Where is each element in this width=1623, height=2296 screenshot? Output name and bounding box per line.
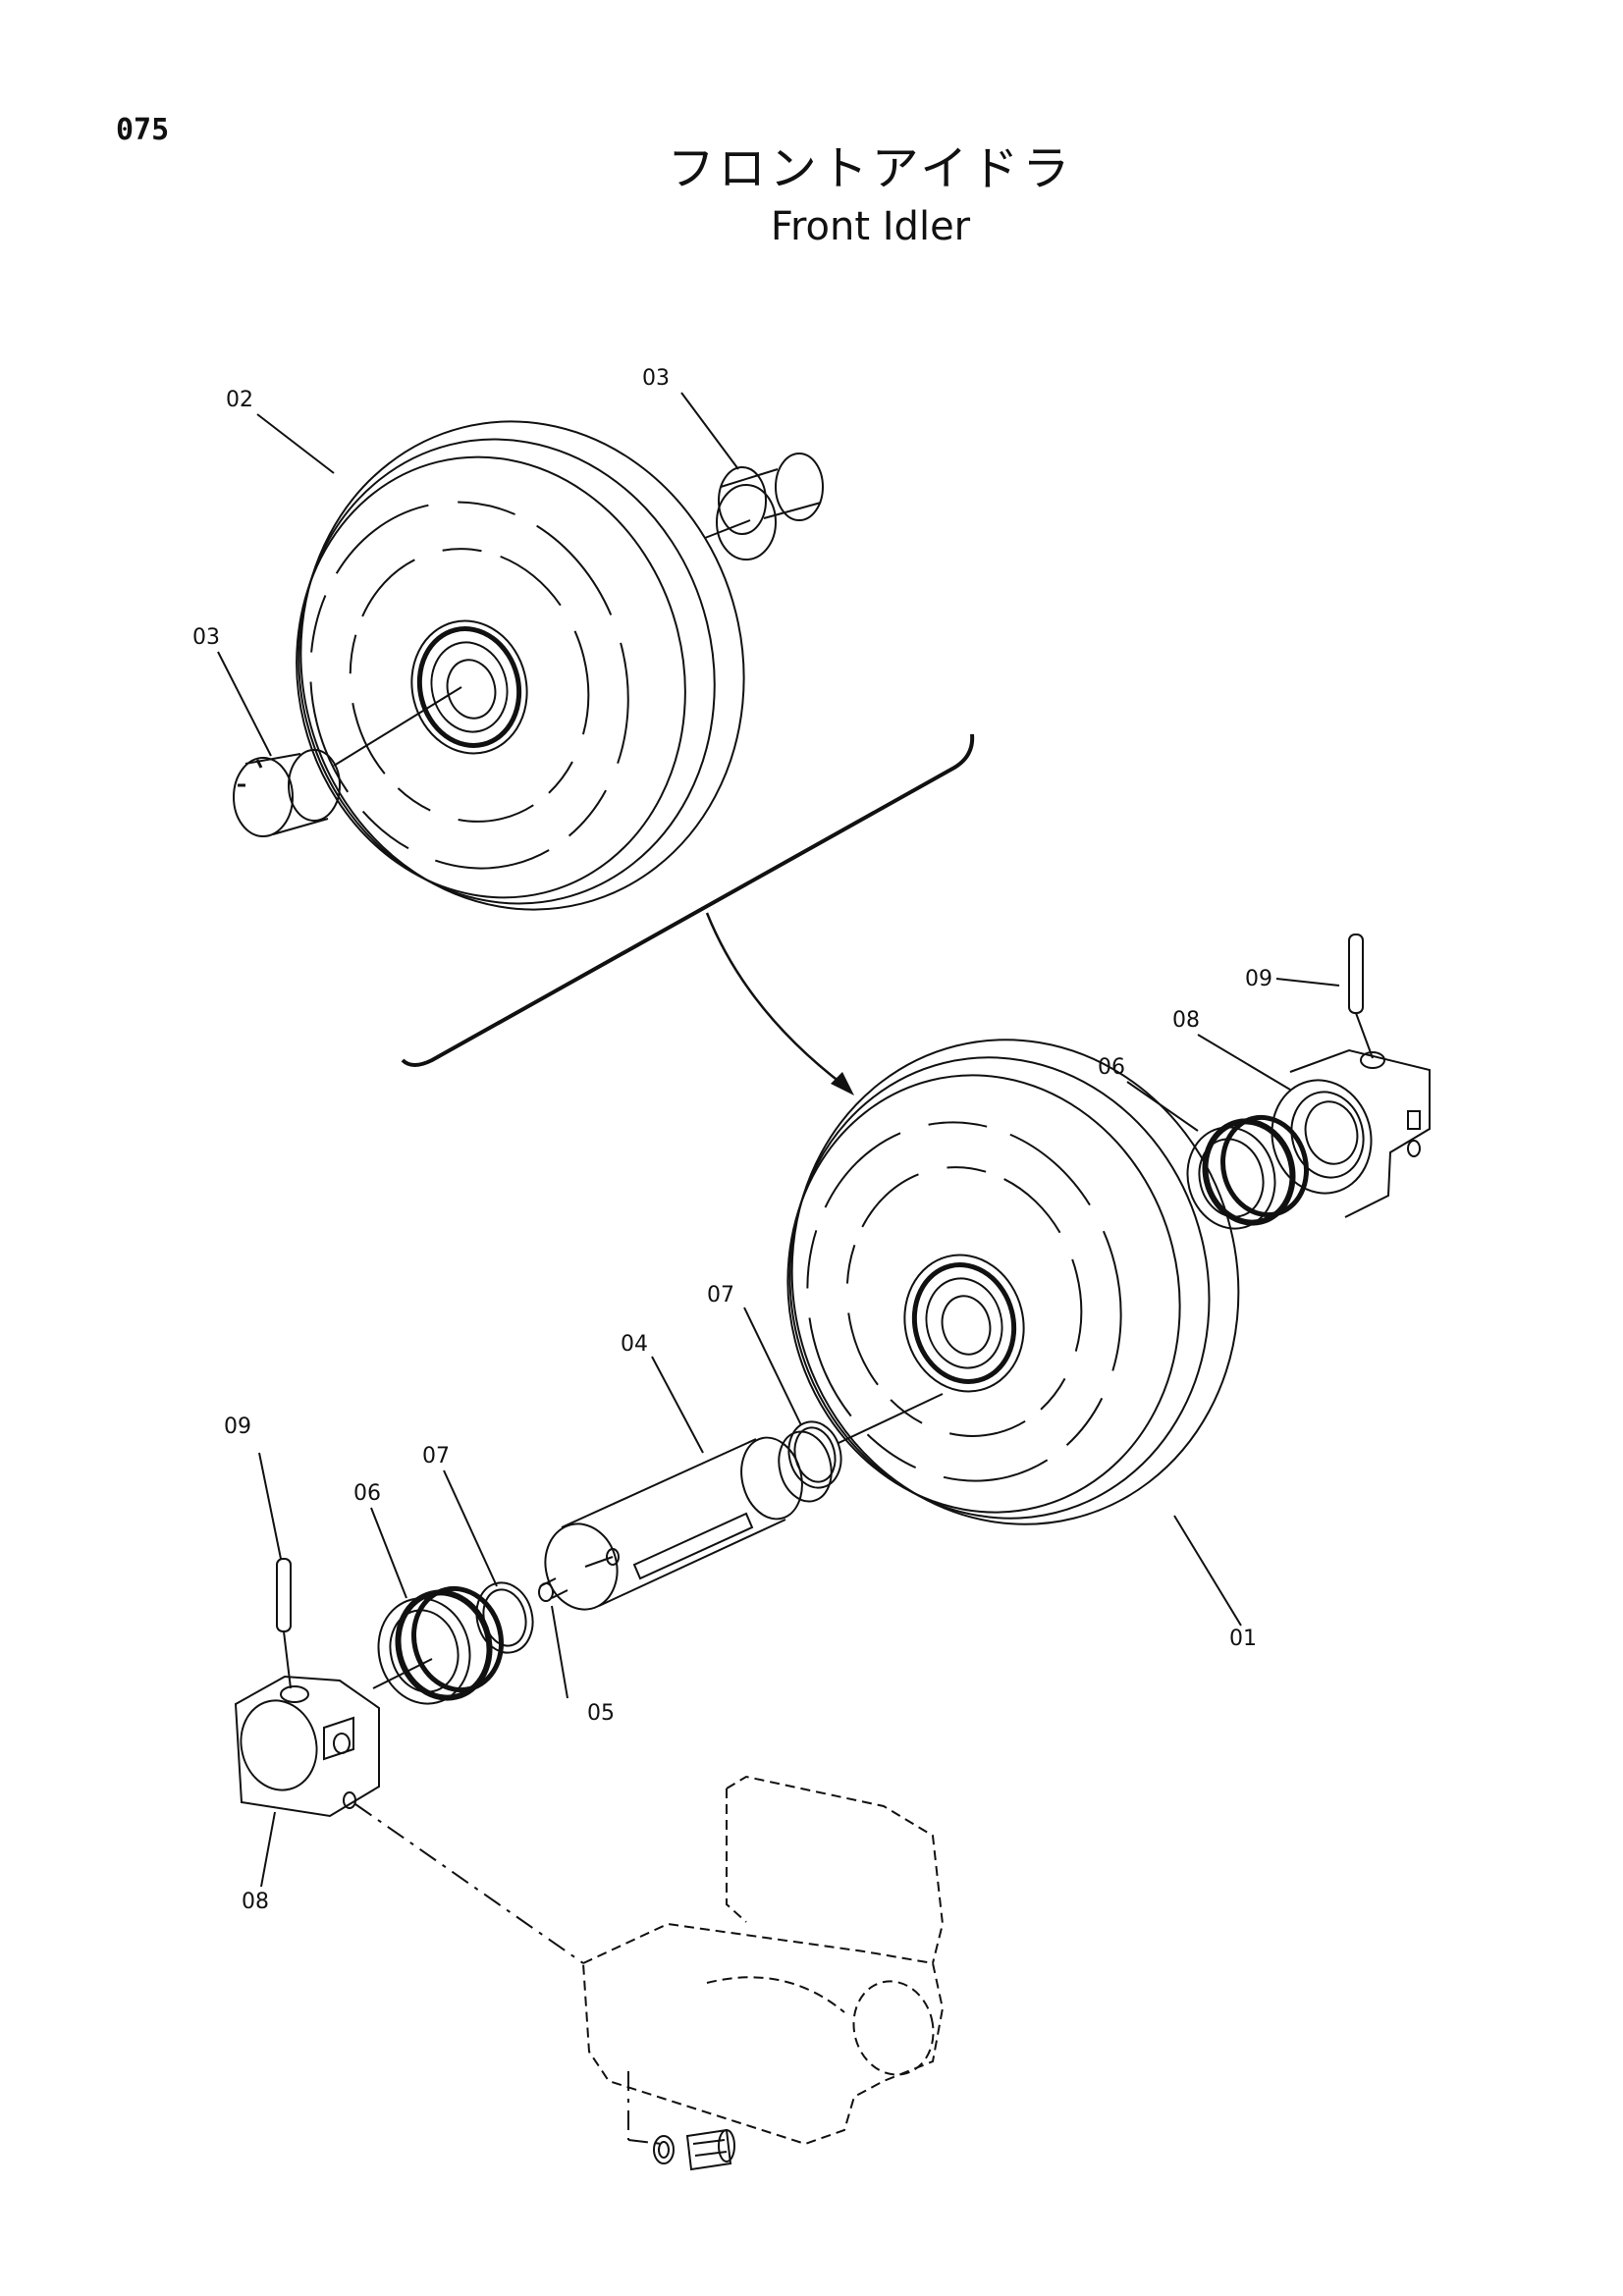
label-08-right: 08 <box>1172 1008 1200 1033</box>
title-japanese: フロントアイドラ <box>667 141 1074 196</box>
title-block: フロントアイドラ Front Idler <box>0 130 1623 249</box>
label-09-right: 09 <box>1245 967 1272 991</box>
seal-right <box>1186 1114 1310 1230</box>
label-04: 04 <box>621 1332 648 1357</box>
track-frame <box>581 1775 945 2146</box>
upper-idler-wheel <box>296 420 745 911</box>
label-03-left: 03 <box>192 625 220 650</box>
label-02: 02 <box>226 388 253 412</box>
label-03-upper: 03 <box>642 366 670 391</box>
label-07-right: 07 <box>707 1283 734 1308</box>
label-06-right: 06 <box>1098 1055 1125 1080</box>
label-07-left: 07 <box>422 1444 450 1468</box>
bushing-left <box>233 749 341 837</box>
label-08-left: 08 <box>242 1890 269 1914</box>
label-05: 05 <box>587 1701 615 1726</box>
label-06-left: 06 <box>353 1481 381 1506</box>
title-english: Front Idler <box>770 204 971 249</box>
page-number: 075 <box>116 113 170 147</box>
collar-left <box>234 1675 380 1818</box>
label-01: 01 <box>1229 1627 1257 1651</box>
plug <box>538 1577 568 1602</box>
bolt-and-washer <box>653 2128 735 2171</box>
o-ring-right <box>787 1420 842 1489</box>
label-09-left: 09 <box>224 1415 251 1439</box>
lower-idler-wheel <box>786 1039 1240 1525</box>
collar-right <box>1271 1048 1431 1218</box>
pin-left <box>276 1558 292 1689</box>
seal-left <box>377 1585 505 1705</box>
bushing-upper-right <box>716 453 824 561</box>
shaft <box>544 1430 833 1611</box>
pin-right <box>1348 934 1374 1059</box>
